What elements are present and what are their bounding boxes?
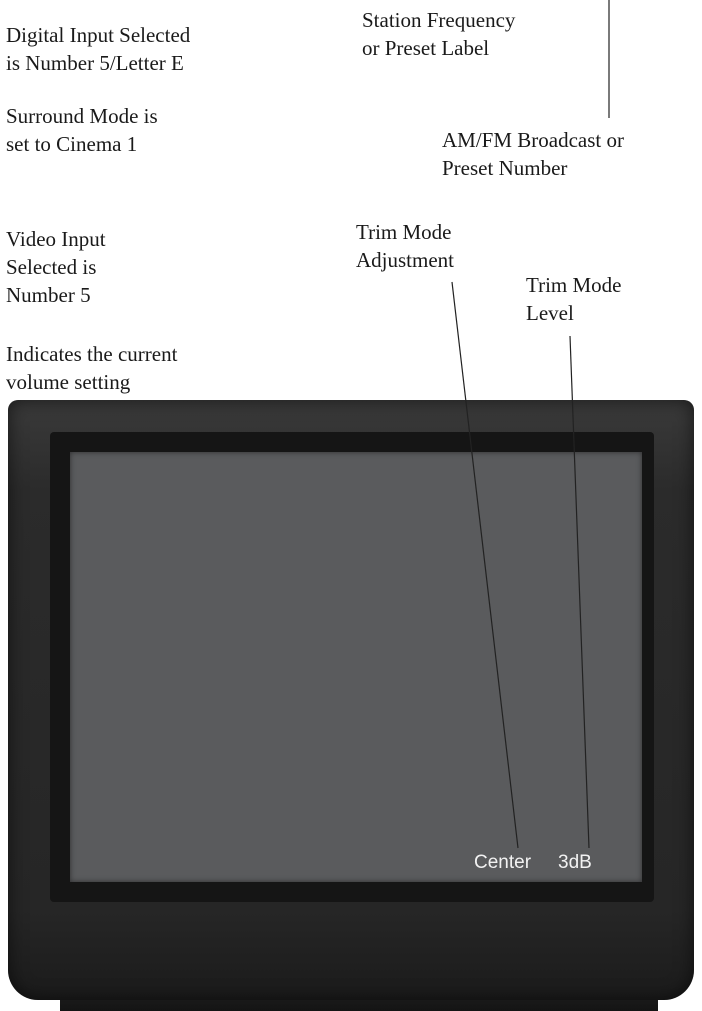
tv-screen: [70, 452, 642, 882]
volume-label: Indicates the current volume setting: [6, 342, 178, 394]
trim-mode-level-label: Trim Mode Level: [526, 273, 622, 325]
station-frequency-label: Station Frequency or Preset Label: [362, 8, 516, 60]
trim-mode-adjustment-label: Trim Mode Adjustment: [356, 220, 454, 272]
leader-trim-adjustment: [451, 281, 519, 849]
leader-trim-level: [569, 335, 590, 849]
osd-trim-channel: Center: [474, 852, 532, 873]
video-input-label: Video Input Selected is Number 5: [6, 227, 106, 307]
osd-trim-value: 3dB: [558, 852, 592, 873]
broadcast-preset-label: AM/FM Broadcast or Preset Number: [442, 128, 624, 180]
surround-mode-label: Surround Mode is set to Cinema 1: [6, 104, 158, 156]
digital-input-label: Digital Input Selected is Number 5/Lette…: [6, 23, 191, 75]
